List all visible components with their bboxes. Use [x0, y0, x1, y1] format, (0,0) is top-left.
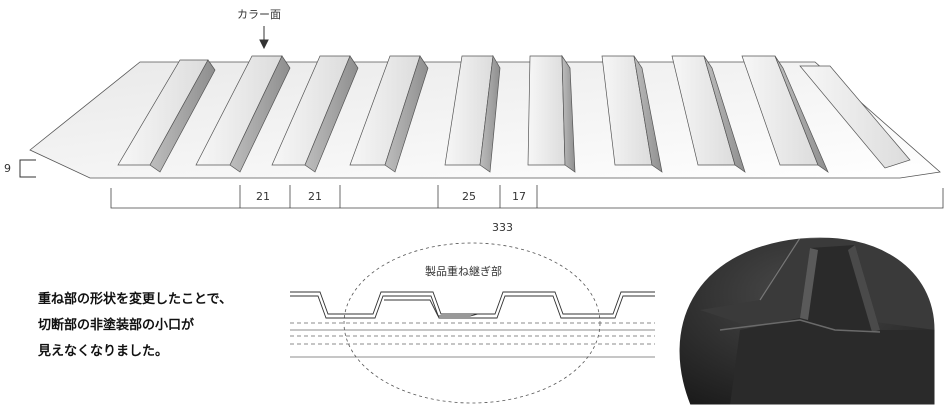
profile-lower — [290, 295, 655, 319]
height-label: 9 — [4, 162, 11, 175]
color-side-label: カラー面 — [237, 8, 281, 21]
overlap-label: 製品重ね継ぎ部 — [425, 264, 502, 278]
color-side-arrow — [259, 26, 269, 50]
profile-overlap — [384, 299, 479, 317]
description-line-3: 見えなくなりました。 — [37, 344, 168, 359]
pitch-label-a: 21 — [256, 190, 270, 203]
pitch-label-b: 21 — [308, 190, 322, 203]
width-dimension — [110, 185, 944, 209]
overlap-photo-border — [678, 236, 936, 406]
height-dimension — [19, 159, 36, 178]
description-line-1: 重ね部の形状を変更したことで、 — [38, 291, 232, 307]
overlap-cross-section: 製品重ね継ぎ部 — [290, 242, 655, 404]
total-width-label: 333 — [492, 221, 513, 234]
panel-3d — [29, 54, 941, 179]
pitch-label-c: 25 — [462, 190, 476, 203]
description-line-2: 切断部の非塗装部の小口が — [38, 317, 194, 333]
pitch-label-d: 17 — [512, 190, 526, 203]
profile-upper — [290, 291, 655, 315]
panel-ribs — [117, 54, 911, 173]
overlap-photo — [679, 236, 935, 405]
